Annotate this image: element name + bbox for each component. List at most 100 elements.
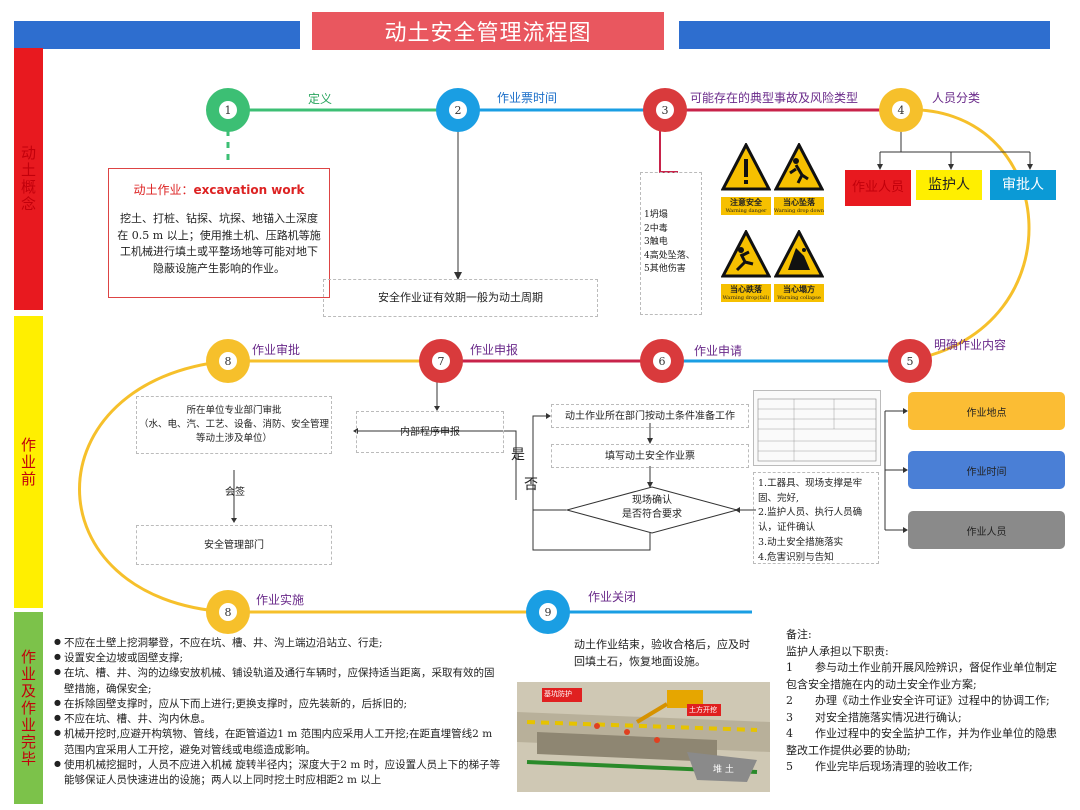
- step-1-number: 1: [219, 101, 237, 119]
- step-3-number: 3: [656, 101, 674, 119]
- step-5-number: 5: [901, 352, 919, 370]
- decision-diamond: [566, 486, 738, 534]
- implement-item: 在拆除固壁支撑时，应从下而上进行;更换支撑时，应先装新的，后拆旧的;: [54, 697, 504, 712]
- step-2-label: 作业票时间: [497, 91, 558, 105]
- step-9-label: 作业关闭: [588, 590, 637, 604]
- photo-sign-pit: 基坑防护: [544, 690, 572, 698]
- content-location: 作业地点: [908, 392, 1065, 430]
- warning-sign-slip: 当心跌落 Warning drop(fall): [720, 228, 772, 302]
- step-9-node[interactable]: 9: [526, 590, 570, 634]
- definition-title-en: excavation work: [193, 183, 305, 197]
- exclamation-icon: [720, 141, 772, 191]
- definition-box: 动土作业：excavation work 挖土、打桩、钻探、坑探、地锚入土深度在…: [108, 168, 330, 298]
- notes-item: 2 办理《动土作业安全许可证》过程中的协调工作;: [786, 694, 1050, 707]
- step-6-node[interactable]: 6: [640, 339, 684, 383]
- personnel-operator: 作业人员: [845, 170, 911, 206]
- step-8b-label: 作业实施: [256, 593, 305, 607]
- hazard-item: 4高处坠落、: [644, 250, 695, 261]
- checklist-box: 1.工器具、现场支撑是牢固、完好, 2.监护人员、执行人员确认，证件确认 3.动…: [753, 472, 879, 564]
- sign-subcaption: Warning drop down: [774, 208, 825, 215]
- implement-item: 设置安全边坡或固壁支撑;: [54, 651, 504, 666]
- notes-item: 1 参与动土作业前开展风险辨识，督促作业单位制定包含安全措施在内的动土安全作业方…: [786, 661, 1057, 691]
- sign-caption: 注意安全: [721, 197, 771, 208]
- section-before: 作业前: [14, 316, 43, 608]
- checklist-item: 1.工器具、现场支撑是牢固、完好,: [758, 478, 863, 504]
- decision-no: 否: [524, 477, 538, 493]
- section-concept: 动土概念: [14, 48, 43, 310]
- personnel-label: 监护人: [928, 176, 970, 193]
- step-7-node[interactable]: 7: [419, 339, 463, 383]
- step-6-number: 6: [653, 352, 671, 370]
- notes-item: 5 作业完毕后现场清理的验收工作;: [786, 760, 973, 773]
- hazard-item: 1坍塌: [644, 210, 668, 220]
- step-3-label: 可能存在的典型事故及风险类型: [690, 91, 859, 105]
- checklist-item: 4.危害识别与告知: [758, 551, 834, 563]
- step-1-node[interactable]: 1: [206, 88, 250, 132]
- site-photo: 基坑防护 土方开挖 堆 土: [517, 682, 770, 792]
- notes-item: 3 对安全措施落实情况进行确认;: [786, 710, 962, 724]
- person-falling-icon: [773, 141, 825, 191]
- implement-item: 使用机械挖掘时，人员不应进入机械 旋转半径内；深度大于2 m 时，应设置人员上下…: [54, 758, 504, 788]
- collapse-icon: [773, 228, 825, 278]
- personnel-label: 审批人: [1002, 176, 1044, 193]
- warning-sign-fall: 当心坠落 Warning drop down: [773, 141, 825, 215]
- warning-sign-danger: 注意安全 Warning danger: [720, 141, 772, 215]
- content-time: 作业时间: [908, 451, 1065, 489]
- declare-box: 内部程序申报: [356, 411, 504, 453]
- person-slip-icon: [720, 228, 772, 278]
- content-label: 作业人员: [966, 526, 1007, 538]
- permit-form-image: [753, 390, 881, 466]
- notes-intro: 监护人承担以下职责:: [786, 644, 889, 658]
- content-personnel: 作业人员: [908, 511, 1065, 549]
- approve-dept-text: 所在单位专业部门审批 （水、电、汽、工艺、设备、消防、安全管理等动土涉及单位）: [138, 404, 329, 445]
- step-7-label: 作业申报: [470, 343, 519, 357]
- sign-caption: 当心跌落: [721, 284, 771, 295]
- personnel-guardian: 监护人: [916, 170, 982, 200]
- apply-prepare-text: 动土作业所在部门按动土条件准备工作: [565, 410, 735, 422]
- apply-fill-box: 填写动土安全作业票: [551, 444, 749, 468]
- step-8b-node[interactable]: 8: [206, 590, 250, 634]
- step-8a-number: 8: [219, 352, 237, 370]
- step-4-number: 4: [892, 101, 910, 119]
- apply-fill-text: 填写动土安全作业票: [605, 450, 695, 462]
- step-9-number: 9: [539, 603, 557, 621]
- validity-text: 安全作业证有效期一般为动土周期: [378, 290, 543, 304]
- step-6-label: 作业申请: [694, 344, 743, 358]
- step-4-node[interactable]: 4: [879, 88, 923, 132]
- approve-sign-label: 会签: [225, 487, 245, 498]
- personnel-approver: 审批人: [990, 170, 1056, 200]
- step-4-label: 人员分类: [932, 91, 981, 105]
- step-8a-label: 作业审批: [252, 343, 301, 357]
- approve-safety-box: 安全管理部门: [136, 525, 332, 565]
- step-5-node[interactable]: 5: [888, 339, 932, 383]
- step-2-number: 2: [449, 101, 467, 119]
- implement-item: 不应在坑、槽、井、沟内休息。: [54, 712, 504, 727]
- notes-head: 备注:: [786, 628, 812, 641]
- hazard-item: 2中毒: [644, 223, 668, 234]
- checklist-item: 2.监护人员、执行人员确认，证件确认: [758, 507, 863, 534]
- implement-item: 机械开挖时,应避开构筑物、管线，在距管道边1 m 范围内应采用人工开挖;在距直埋…: [54, 727, 504, 757]
- content-label: 作业时间: [966, 466, 1007, 478]
- page-title: 动土安全管理流程图: [312, 12, 664, 50]
- sign-subcaption: Warning danger: [721, 208, 771, 215]
- decision-text: 现场确认 是否符合要求: [622, 495, 682, 520]
- header-bar-left: [14, 21, 300, 49]
- notes-item: 4 作业过程中的安全监护工作，并为作业单位的隐患整改工作提供必要的协助;: [786, 727, 1057, 757]
- apply-prepare-box: 动土作业所在部门按动土条件准备工作: [551, 404, 749, 428]
- photo-sign-dig: 土方开挖: [689, 706, 717, 714]
- warning-sign-collapse: 当心塌方 Warning collapse: [773, 228, 825, 302]
- closing-text: 动土作业结束，验收合格后，应及时回填土石，恢复地面设施。: [574, 638, 750, 668]
- declare-text: 内部程序申报: [400, 426, 460, 438]
- step-7-number: 7: [432, 352, 450, 370]
- step-3-node[interactable]: 3: [643, 88, 687, 132]
- content-label: 作业地点: [966, 407, 1007, 419]
- definition-body: 挖土、打桩、钻探、坑探、地锚入土深度在 0.5 m 以上；使用推土机、压路机等施…: [117, 212, 321, 275]
- step-8a-node[interactable]: 8: [206, 339, 250, 383]
- step-2-node[interactable]: 2: [436, 88, 480, 132]
- sign-subcaption: Warning collapse: [774, 295, 824, 302]
- decision-yes: 是: [511, 447, 525, 463]
- photo-sign-pile: 堆 土: [713, 765, 734, 775]
- definition-title-cn: 动土作业：: [133, 183, 194, 197]
- step-8b-number: 8: [219, 603, 237, 621]
- step-1-label: 定义: [308, 92, 333, 106]
